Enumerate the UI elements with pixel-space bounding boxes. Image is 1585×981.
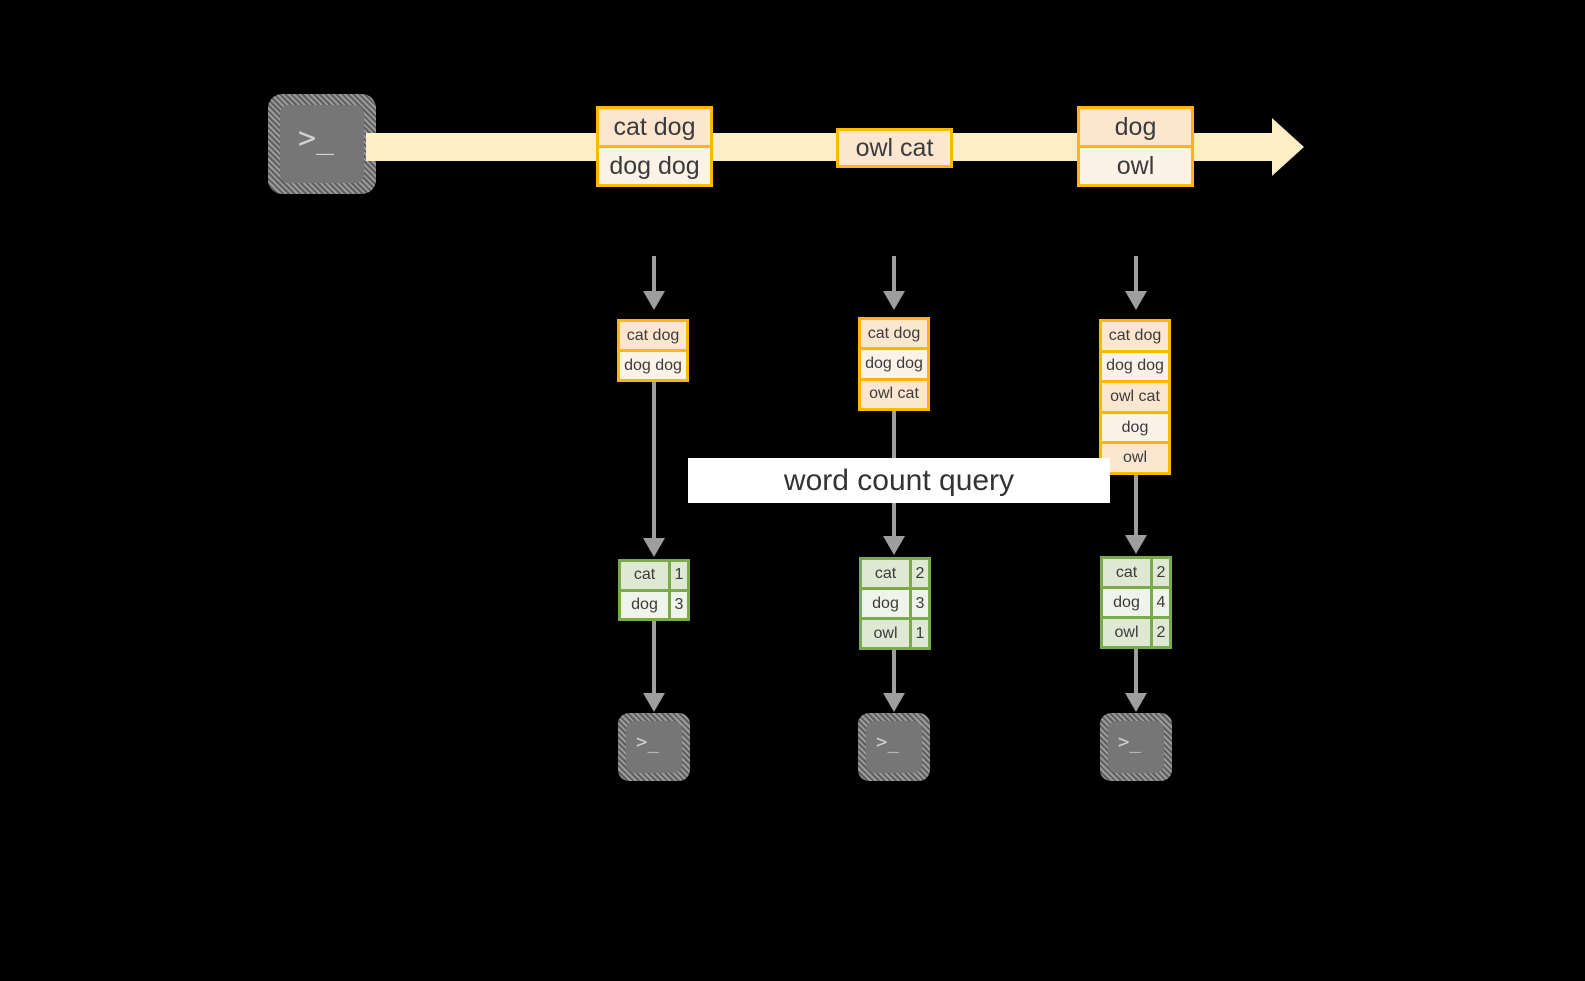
table-row: cat 1 — [621, 562, 687, 589]
record-line: cat dog — [620, 322, 686, 349]
column-2-inflow-line — [892, 256, 896, 294]
column-1-inflow-line — [652, 256, 656, 294]
record-line: owl — [1080, 145, 1191, 184]
stream-batch-3: dog owl — [1077, 106, 1194, 187]
column-3-inflow-arrowhead — [1125, 291, 1147, 310]
column-2-inflow-arrowhead — [883, 291, 905, 310]
result-word: cat — [621, 562, 668, 589]
result-count: 4 — [1150, 589, 1169, 616]
column-3-sink-terminal-icon: >_ — [1100, 713, 1172, 781]
column-3-query-line — [1134, 475, 1138, 537]
source-terminal-icon: >_ — [268, 94, 376, 194]
column-1-sink-arrowhead — [643, 693, 665, 712]
result-count: 2 — [1150, 619, 1169, 646]
record-line: owl cat — [1102, 380, 1168, 411]
result-count: 1 — [668, 562, 687, 589]
record-line: dog — [1080, 109, 1191, 145]
terminal-prompt: >_ — [1118, 731, 1141, 753]
terminal-body — [866, 721, 922, 773]
terminal-prompt: >_ — [298, 121, 335, 156]
column-1-query-arrowhead — [643, 538, 665, 557]
record-line: dog dog — [599, 145, 710, 184]
column-2-sink-line — [892, 650, 896, 696]
result-count: 3 — [909, 590, 928, 617]
column-1-inflow-arrowhead — [643, 291, 665, 310]
terminal-prompt: >_ — [636, 731, 659, 753]
stream-batch-1: cat dog dog dog — [596, 106, 713, 187]
record-line: cat dog — [1102, 322, 1168, 350]
stream-batch-2: owl cat — [836, 128, 953, 168]
record-line: dog dog — [861, 347, 927, 378]
column-2-result-table: cat 2 dog 3 owl 1 — [859, 557, 931, 650]
column-1-query-line — [652, 382, 656, 541]
stream-band-arrowhead — [1272, 118, 1304, 176]
column-2-sink-terminal-icon: >_ — [858, 713, 930, 781]
result-word: cat — [1103, 559, 1150, 586]
column-2-accumulated-records: cat dog dog dog owl cat — [858, 317, 930, 411]
result-count: 1 — [909, 620, 928, 647]
table-row: owl 1 — [862, 617, 928, 647]
result-word: owl — [1103, 619, 1150, 646]
result-word: cat — [862, 560, 909, 587]
column-3-accumulated-records: cat dog dog dog owl cat dog owl — [1099, 319, 1171, 475]
column-2-sink-arrowhead — [883, 693, 905, 712]
table-row: owl 2 — [1103, 616, 1169, 646]
column-1-accumulated-records: cat dog dog dog — [617, 319, 689, 382]
terminal-body — [626, 721, 682, 773]
record-line: dog dog — [1102, 349, 1168, 381]
query-banner: word count query — [688, 458, 1110, 503]
result-word: dog — [621, 591, 668, 618]
column-1-sink-line — [652, 621, 656, 696]
table-row: cat 2 — [862, 560, 928, 587]
record-line: owl cat — [861, 377, 927, 408]
column-3-query-arrowhead — [1125, 535, 1147, 554]
terminal-body — [280, 105, 364, 183]
record-line: cat dog — [599, 109, 710, 145]
table-row: cat 2 — [1103, 559, 1169, 586]
result-count: 2 — [1150, 559, 1169, 586]
terminal-prompt: >_ — [876, 731, 899, 753]
table-row: dog 4 — [1103, 586, 1169, 616]
column-2-query-arrowhead — [883, 536, 905, 555]
record-line: owl cat — [839, 131, 950, 165]
column-1-sink-terminal-icon: >_ — [618, 713, 690, 781]
terminal-body — [1108, 721, 1164, 773]
result-word: dog — [1103, 589, 1150, 616]
table-row: dog 3 — [862, 587, 928, 617]
column-3-sink-arrowhead — [1125, 693, 1147, 712]
record-line: owl — [1102, 441, 1168, 472]
column-3-sink-line — [1134, 649, 1138, 696]
table-row: dog 3 — [621, 588, 687, 618]
result-count: 2 — [909, 560, 928, 587]
record-line: dog dog — [620, 349, 686, 379]
result-word: dog — [862, 590, 909, 617]
query-banner-label: word count query — [783, 463, 1015, 497]
result-count: 3 — [668, 591, 687, 618]
column-1-result-table: cat 1 dog 3 — [618, 559, 690, 621]
record-line: dog — [1102, 410, 1168, 442]
record-line: cat dog — [861, 320, 927, 348]
column-3-result-table: cat 2 dog 4 owl 2 — [1100, 556, 1172, 649]
column-3-inflow-line — [1134, 256, 1138, 294]
result-word: owl — [862, 620, 909, 647]
